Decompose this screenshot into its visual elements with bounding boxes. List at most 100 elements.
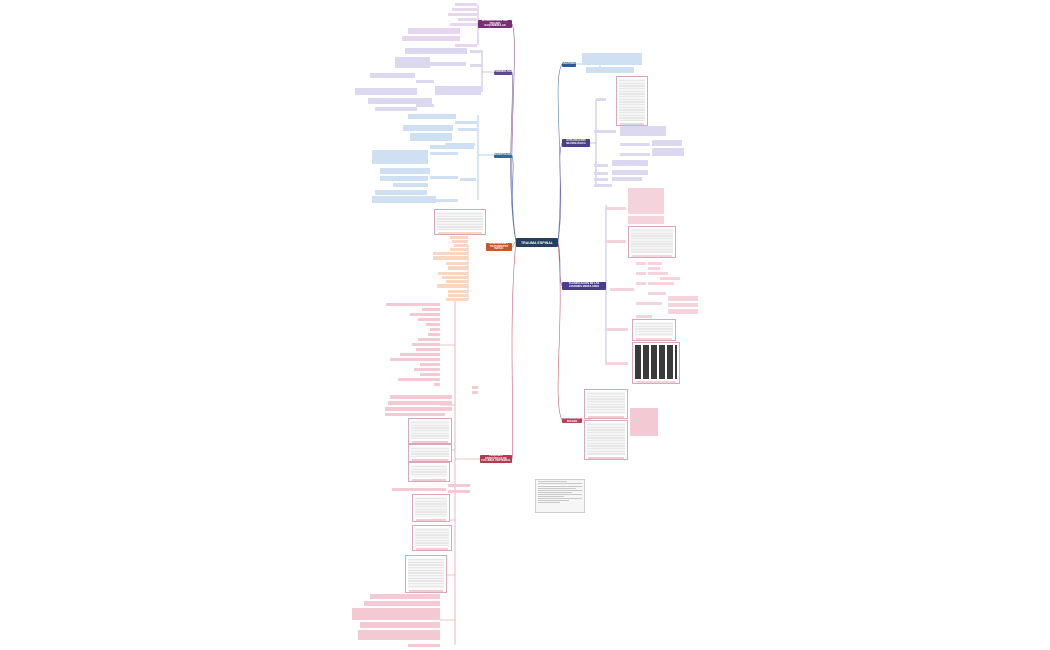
node-les-27[interactable] — [370, 594, 440, 599]
node-intro-4[interactable] — [458, 18, 477, 21]
node-les-30[interactable] — [360, 622, 440, 628]
node-eval-3[interactable] — [454, 244, 468, 247]
node-imaging-text[interactable] — [630, 408, 658, 436]
branch-evaluation[interactable]: EVALUACIÓN Y TRATAMIENTO INICIAL — [486, 242, 512, 251]
node-les-17[interactable] — [434, 383, 440, 386]
node-epi-2[interactable] — [405, 48, 467, 54]
branch-imaging[interactable]: ESTUDIOS DE IMAGEN — [562, 416, 582, 423]
node-class-20[interactable] — [606, 328, 628, 331]
node-class-8[interactable] — [636, 272, 646, 275]
node-les-2[interactable] — [422, 308, 440, 311]
node-class-7[interactable] — [648, 267, 660, 270]
branch-physiopathology[interactable]: FISIOPATOLOGÍA — [492, 153, 514, 158]
node-neuro-10[interactable] — [594, 172, 608, 175]
node-les-11[interactable] — [400, 353, 440, 356]
lesion-image-3[interactable] — [408, 462, 450, 482]
node-les-5[interactable] — [426, 323, 440, 326]
node-les-12[interactable] — [390, 358, 440, 361]
node-fisio-11[interactable] — [380, 168, 430, 174]
node-eval-5[interactable] — [433, 252, 468, 255]
lesion-image-1[interactable] — [408, 418, 452, 444]
node-neuro-6[interactable] — [620, 153, 650, 156]
lesion-image-2[interactable] — [408, 444, 452, 462]
node-les-16[interactable] — [398, 378, 440, 381]
node-class-11[interactable] — [636, 282, 646, 285]
node-eval-1[interactable] — [450, 236, 468, 239]
node-anat-2[interactable] — [586, 67, 634, 73]
node-neuro-1[interactable] — [596, 98, 606, 101]
node-fisio-12[interactable] — [380, 176, 428, 181]
node-les-13[interactable] — [420, 363, 440, 366]
node-les-19[interactable] — [472, 391, 478, 394]
node-epi-6[interactable] — [416, 80, 434, 83]
node-class-6[interactable] — [648, 262, 662, 265]
node-fisio-6[interactable] — [445, 143, 475, 146]
root-node[interactable]: TRAUMA ESPINAL — [516, 238, 558, 247]
class-image-dark[interactable] — [632, 342, 680, 384]
node-class-13[interactable] — [610, 288, 634, 291]
node-les-10[interactable] — [416, 348, 440, 351]
node-class-12[interactable] — [648, 282, 674, 285]
node-les-29[interactable] — [352, 608, 440, 620]
imaging-diagram[interactable] — [584, 389, 628, 419]
node-fisio-8[interactable] — [430, 152, 458, 155]
node-class-5[interactable] — [636, 262, 646, 265]
branch-classification[interactable]: CLASIFICACIÓN DE LAS LESIONES MEDULARES — [562, 282, 606, 290]
node-eval-2[interactable] — [452, 240, 468, 243]
node-les-21[interactable] — [388, 401, 452, 405]
node-eval-6[interactable] — [433, 256, 468, 260]
node-class-21[interactable] — [606, 362, 628, 365]
node-les-32[interactable] — [408, 644, 440, 647]
node-intro-7[interactable] — [402, 36, 460, 41]
node-les-15[interactable] — [420, 373, 440, 376]
node-epi-8[interactable] — [435, 86, 481, 95]
class-table-image[interactable] — [628, 226, 676, 258]
node-eval-8[interactable] — [448, 266, 468, 270]
node-intro-1[interactable] — [455, 3, 477, 6]
branch-anatomy[interactable]: ANATOMÍA — [562, 62, 576, 67]
node-neuro-11[interactable] — [612, 170, 648, 175]
node-eval-9[interactable] — [438, 272, 468, 275]
node-les-9[interactable] — [412, 343, 440, 346]
node-epi-9[interactable] — [355, 88, 417, 95]
node-neuro-2[interactable] — [594, 130, 616, 133]
neuro-table-image[interactable] — [616, 76, 648, 126]
lesion-image-5[interactable] — [412, 525, 452, 551]
branch-intro[interactable]: INTRODUCCIÓN DEL TRAUMA RAQUIMEDULAR — [478, 19, 512, 28]
node-intro-6[interactable] — [408, 28, 460, 34]
node-les-31[interactable] — [358, 630, 440, 640]
imaging-flowchart[interactable] — [584, 420, 628, 460]
node-les-22[interactable] — [385, 407, 452, 411]
node-les-26[interactable] — [448, 490, 470, 493]
node-epi-1[interactable] — [470, 50, 482, 53]
node-neuro-12[interactable] — [594, 178, 608, 181]
node-fisio-17[interactable] — [434, 199, 458, 202]
node-class-4[interactable] — [606, 240, 626, 243]
node-eval-13[interactable] — [448, 290, 468, 293]
node-epi-4[interactable] — [395, 57, 430, 68]
node-class-15[interactable] — [668, 296, 698, 301]
node-les-18[interactable] — [472, 386, 478, 389]
footnote-box[interactable] — [535, 479, 585, 513]
node-neuro-13[interactable] — [612, 177, 642, 181]
node-fisio-3[interactable] — [458, 128, 477, 131]
node-neuro-4[interactable] — [620, 143, 650, 146]
node-neuro-9[interactable] — [612, 160, 648, 166]
node-les-23[interactable] — [385, 413, 445, 416]
node-fisio-5[interactable] — [410, 133, 452, 141]
node-class-19[interactable] — [636, 315, 652, 318]
node-neuro-7[interactable] — [652, 148, 684, 156]
node-les-20[interactable] — [390, 395, 452, 399]
node-epi-5[interactable] — [420, 62, 466, 66]
node-eval-15[interactable] — [446, 298, 468, 301]
eval-image[interactable] — [434, 209, 486, 235]
node-fisio-7[interactable] — [430, 145, 474, 149]
node-eval-12[interactable] — [437, 284, 468, 288]
node-class-14[interactable] — [648, 292, 666, 295]
node-eval-4[interactable] — [450, 248, 468, 251]
node-fisio-16[interactable] — [372, 196, 436, 203]
lesion-image-4[interactable] — [412, 494, 450, 522]
node-les-14[interactable] — [414, 368, 440, 371]
node-epi-10[interactable] — [368, 98, 432, 104]
node-class-9[interactable] — [648, 272, 668, 275]
